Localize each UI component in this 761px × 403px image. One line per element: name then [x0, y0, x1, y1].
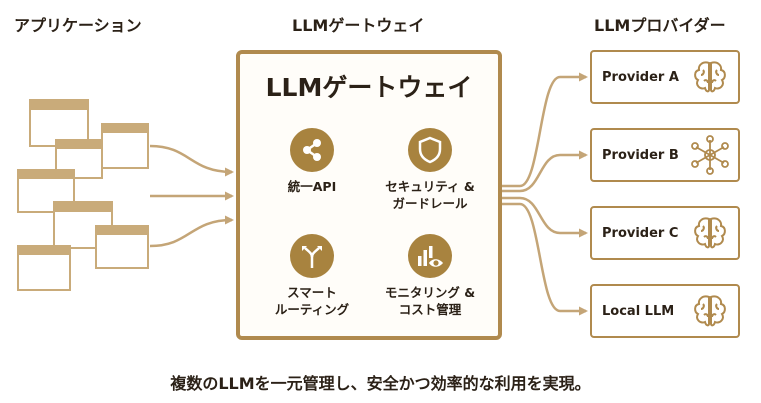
app-windows: [17, 99, 149, 291]
app-window-icon: [17, 245, 71, 291]
shield-icon: [408, 128, 452, 172]
feature-label: 統一API: [287, 179, 337, 194]
provider-arrows: [502, 72, 588, 316]
app-window-icon: [95, 225, 149, 269]
brain-icon: [694, 61, 726, 93]
chart-eye-icon: [408, 234, 452, 278]
app-window-icon: [17, 169, 75, 213]
share-icon: [290, 128, 334, 172]
feature-unified-api: 統一API: [252, 128, 372, 195]
app-window-icon: [101, 123, 149, 169]
diagram-caption: 複数のLLMを一元管理し、安全かつ効率的な利用を実現。: [170, 374, 591, 393]
gateway-header: LLMゲートウェイ: [292, 16, 425, 35]
route-split-icon: [290, 234, 334, 278]
gateway-box: LLMゲートウェイ 統一API セキュリティ & ガードレール: [236, 50, 502, 340]
provider-label: Provider C: [602, 225, 679, 241]
providers-header: LLMプロバイダー: [594, 16, 726, 35]
app-arrows: [149, 144, 234, 248]
provider-card-b: Provider B: [590, 128, 740, 182]
provider-card-c: Provider C: [590, 206, 740, 260]
feature-label: モニタリング & コスト管理: [384, 285, 476, 317]
brain-icon: [694, 217, 726, 249]
network-icon: [691, 135, 729, 175]
feature-label: スマート ルーティング: [274, 285, 350, 317]
provider-card-a: Provider A: [590, 50, 740, 104]
feature-monitoring: モニタリング & コスト管理: [370, 234, 490, 318]
provider-label: Local LLM: [602, 303, 675, 319]
provider-label: Provider B: [602, 147, 679, 163]
feature-smart-routing: スマート ルーティング: [252, 234, 372, 318]
feature-label: セキュリティ & ガードレール: [385, 179, 475, 211]
feature-security: セキュリティ & ガードレール: [370, 128, 490, 212]
applications-header: アプリケーション: [14, 16, 142, 35]
provider-card-local: Local LLM: [590, 284, 740, 338]
app-window-icon: [29, 99, 89, 147]
brain-icon: [694, 295, 726, 327]
provider-label: Provider A: [602, 69, 679, 85]
gateway-title: LLMゲートウェイ: [265, 73, 473, 102]
